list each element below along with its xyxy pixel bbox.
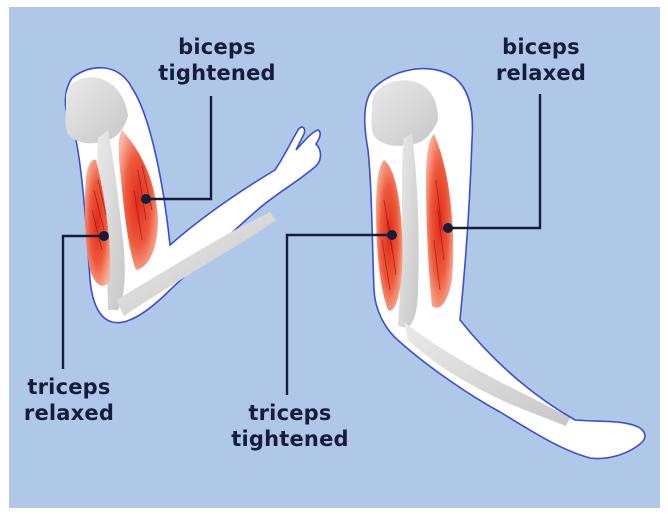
label-right-biceps-line2: relaxed: [485, 60, 597, 86]
label-right-biceps-line1: biceps: [485, 34, 597, 60]
label-left-biceps-line1: biceps: [154, 34, 280, 60]
right-triceps-dot: [387, 230, 397, 240]
label-right-biceps: biceps relaxed: [485, 34, 597, 86]
left-biceps-dot: [141, 194, 151, 204]
label-left-triceps: triceps relaxed: [13, 374, 125, 426]
right-biceps-dot: [443, 223, 453, 233]
label-left-triceps-line2: relaxed: [13, 400, 125, 426]
right-arm-extended: [365, 69, 645, 459]
label-right-triceps-line2: tightened: [225, 426, 355, 452]
label-right-triceps-line1: triceps: [225, 400, 355, 426]
left-triceps-dot: [99, 231, 109, 241]
label-left-biceps: biceps tightened: [154, 34, 280, 86]
label-left-triceps-line1: triceps: [13, 374, 125, 400]
diagram-canvas: biceps tightened triceps relaxed biceps …: [9, 7, 660, 508]
label-right-triceps: triceps tightened: [225, 400, 355, 452]
left-arm-flexed: [65, 68, 320, 323]
label-left-biceps-line2: tightened: [154, 60, 280, 86]
